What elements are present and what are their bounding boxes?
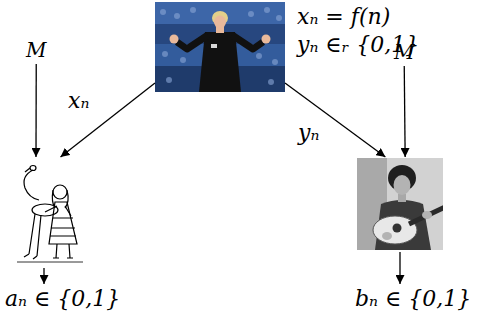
- referee-node: xₙ = f(n)yₙ ∈ᵣ {0,1}: [155, 2, 285, 92]
- arrow-connector: [404, 66, 406, 157]
- formula: xₙ = f(n): [297, 4, 390, 30]
- referee-photo: [155, 2, 285, 92]
- alice-node: aₙ ∈ {0,1}: [15, 158, 85, 266]
- input-label: M: [26, 38, 46, 62]
- edge-label: yₙ: [296, 120, 321, 146]
- output-arrow: [399, 252, 400, 284]
- input-node: M: [394, 40, 414, 64]
- output-arrow: [43, 268, 44, 284]
- arrow-connector: [35, 64, 37, 157]
- edge-label: xₙ: [66, 88, 91, 114]
- input-node: M: [26, 38, 46, 62]
- arrow-connector: [285, 83, 385, 157]
- bob-photo: [357, 158, 443, 250]
- input-label: M: [394, 40, 414, 64]
- output-label: bₙ ∈ {0,1}: [355, 286, 471, 312]
- alice-engraving: [17, 166, 83, 263]
- bob-node: bₙ ∈ {0,1}: [357, 158, 443, 250]
- output-label: aₙ ∈ {0,1}: [5, 286, 120, 312]
- arrow-connector: [61, 83, 156, 157]
